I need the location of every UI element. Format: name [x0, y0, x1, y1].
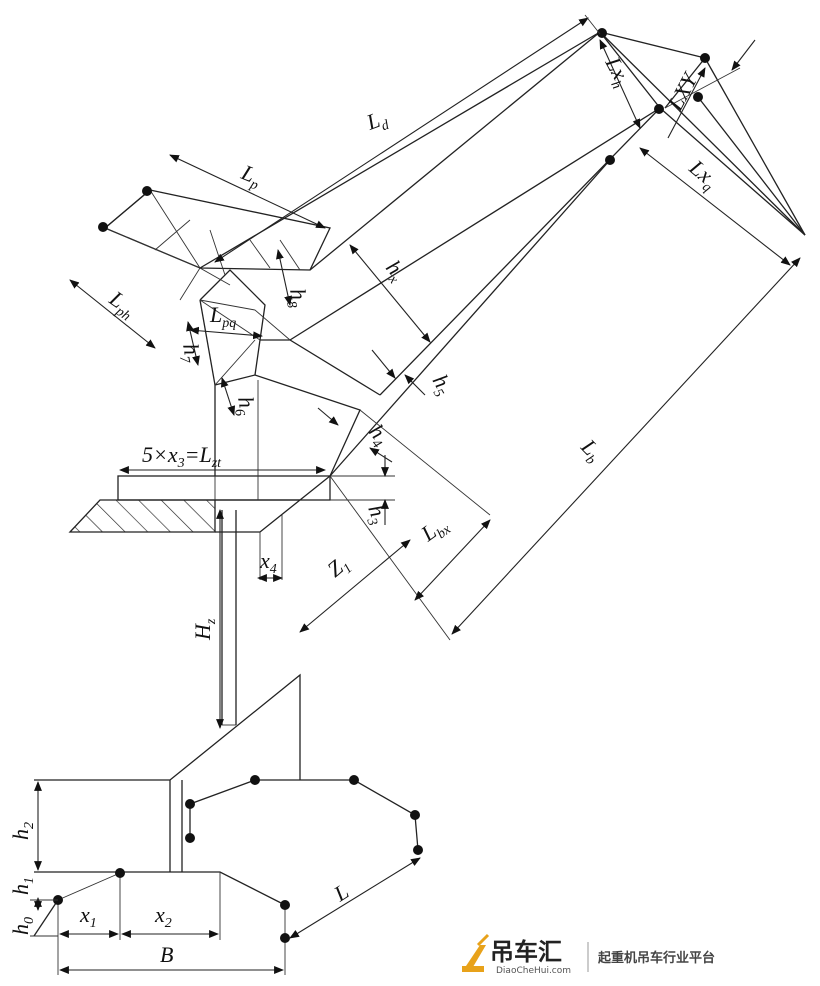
- chassis-top: [34, 871, 286, 906]
- dim-Z1: [299, 539, 411, 633]
- label-h7: h7: [174, 342, 206, 366]
- label-h6: h6: [229, 395, 261, 418]
- counterweight-path: [189, 779, 419, 851]
- chassis-node: [115, 868, 125, 878]
- head-node: [597, 28, 607, 38]
- dim-Lp: [169, 154, 326, 229]
- dim-h5: [371, 349, 396, 379]
- tower-outline: [214, 374, 361, 477]
- deck-hatch: [68, 499, 216, 533]
- label-Lb: Lb: [573, 433, 608, 468]
- label-hx: hx: [378, 255, 412, 287]
- label-h5: h5: [424, 370, 458, 400]
- dim-h4: [317, 407, 339, 426]
- superstructure-frame: [34, 673, 301, 781]
- dim-Lxq: [639, 147, 791, 266]
- label-h4: h4: [361, 419, 395, 451]
- label-x2: x2: [154, 902, 172, 931]
- head-node: [654, 104, 664, 114]
- label-Lpq: Lpq: [209, 302, 236, 331]
- head-node: [693, 92, 703, 102]
- jib-node: [142, 186, 152, 196]
- boom-head: [597, 28, 806, 236]
- label-Z1: Z1: [322, 550, 355, 585]
- dim-Lxh: [599, 39, 641, 129]
- label-h0: h0: [8, 917, 37, 935]
- label-Lxh: Lxh: [597, 52, 637, 92]
- boom-lower: [289, 107, 661, 341]
- dim-Ld: [214, 17, 589, 263]
- dim-L: [289, 857, 421, 939]
- label-L: L: [329, 879, 353, 907]
- label-h3: h3: [360, 501, 393, 528]
- dim-hx: [349, 244, 431, 343]
- label-Ld: Ld: [362, 104, 392, 139]
- chassis-node: [280, 900, 290, 910]
- chassis: [33, 673, 423, 975]
- dim-Lb: [451, 257, 801, 635]
- dim-h8: [276, 249, 292, 306]
- crane-logo-icon: [462, 933, 490, 972]
- brand-slogan: 起重机吊车行业平台: [597, 950, 715, 966]
- chassis-node: [280, 933, 290, 943]
- brand-url: DiaoCheHui.com: [496, 966, 571, 976]
- label-Lxq: Lxq: [681, 154, 723, 195]
- brand-name: 吊车汇: [490, 938, 562, 966]
- tower-brace: [254, 339, 381, 396]
- label-h2: h2: [8, 822, 37, 840]
- turntable-deck: [68, 475, 395, 726]
- dim-Lpq: [189, 326, 263, 340]
- label-Lph: Lph: [102, 285, 141, 324]
- label-Lzt: 5×x3=Lzt: [142, 442, 222, 471]
- label-Hz: Hz: [190, 618, 219, 641]
- watermark: 吊车汇 DiaoCheHui.com 起重机吊车行业平台: [462, 933, 715, 976]
- label-B: B: [160, 942, 173, 967]
- label-x4: x4: [259, 548, 277, 577]
- deck-top: [117, 475, 331, 501]
- label-h8: h8: [281, 287, 313, 310]
- dimensions: [30, 14, 801, 974]
- head-node: [700, 53, 710, 63]
- dim-h6: [220, 377, 236, 416]
- dim-h7: [186, 321, 200, 366]
- jib-node: [98, 222, 108, 232]
- label-Lbx: Lbx: [415, 510, 454, 549]
- label-h1: h1: [8, 877, 37, 895]
- dim-LXY: [667, 67, 706, 139]
- chassis-front: [33, 899, 59, 937]
- label-x1: x1: [79, 902, 97, 931]
- dim-Lph: [69, 279, 156, 349]
